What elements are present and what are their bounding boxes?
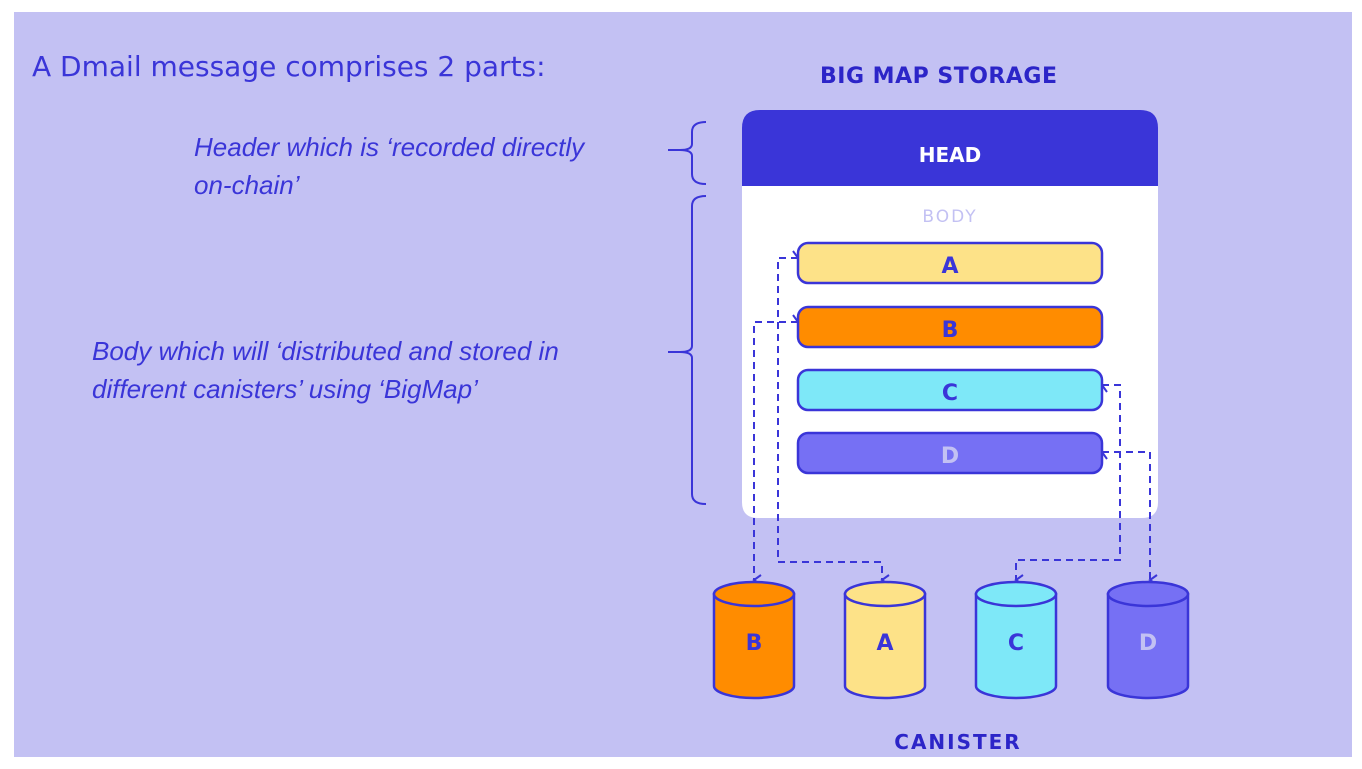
svg-text:C: C xyxy=(942,381,958,406)
body-bracket xyxy=(679,195,707,505)
svg-text:B: B xyxy=(746,631,763,656)
chunk-b: B xyxy=(796,305,1104,349)
connector-lines xyxy=(752,250,1158,586)
canister-b: B xyxy=(712,580,796,700)
body-note-line2: different canisters’ using ‘BigMap’ xyxy=(92,374,478,404)
svg-text:D: D xyxy=(1139,631,1157,656)
head-block xyxy=(742,110,1158,186)
header-bracket xyxy=(679,121,707,185)
svg-text:A: A xyxy=(876,631,893,656)
chunk-c: C xyxy=(796,368,1104,412)
big-map-storage-title: BIG MAP STORAGE xyxy=(820,64,1058,89)
connector-d xyxy=(1096,450,1158,586)
chunk-a: A xyxy=(796,241,1104,285)
body-note-line1: Body which will ‘distributed and stored … xyxy=(92,336,559,366)
header-note-line2: on-chain’ xyxy=(194,170,300,200)
head-label: HEAD xyxy=(919,143,981,167)
svg-text:A: A xyxy=(941,254,958,279)
svg-text:C: C xyxy=(1008,631,1024,656)
slide-title: A Dmail message comprises 2 parts: xyxy=(32,50,546,83)
canister-title: CANISTER xyxy=(894,730,1022,754)
header-note-line1: Header which is ‘recorded directly xyxy=(194,132,585,162)
body-note: Body which will ‘distributed and stored … xyxy=(92,332,559,408)
body-label: BODY xyxy=(922,207,977,227)
canister-d: D xyxy=(1106,580,1190,700)
canister-c: C xyxy=(974,580,1058,700)
svg-text:D: D xyxy=(941,444,959,469)
connector-b xyxy=(752,314,804,586)
svg-text:B: B xyxy=(942,318,959,343)
header-note: Header which is ‘recorded directly on-ch… xyxy=(194,128,584,204)
canister-a: A xyxy=(843,580,927,700)
chunk-d: D xyxy=(796,431,1104,475)
